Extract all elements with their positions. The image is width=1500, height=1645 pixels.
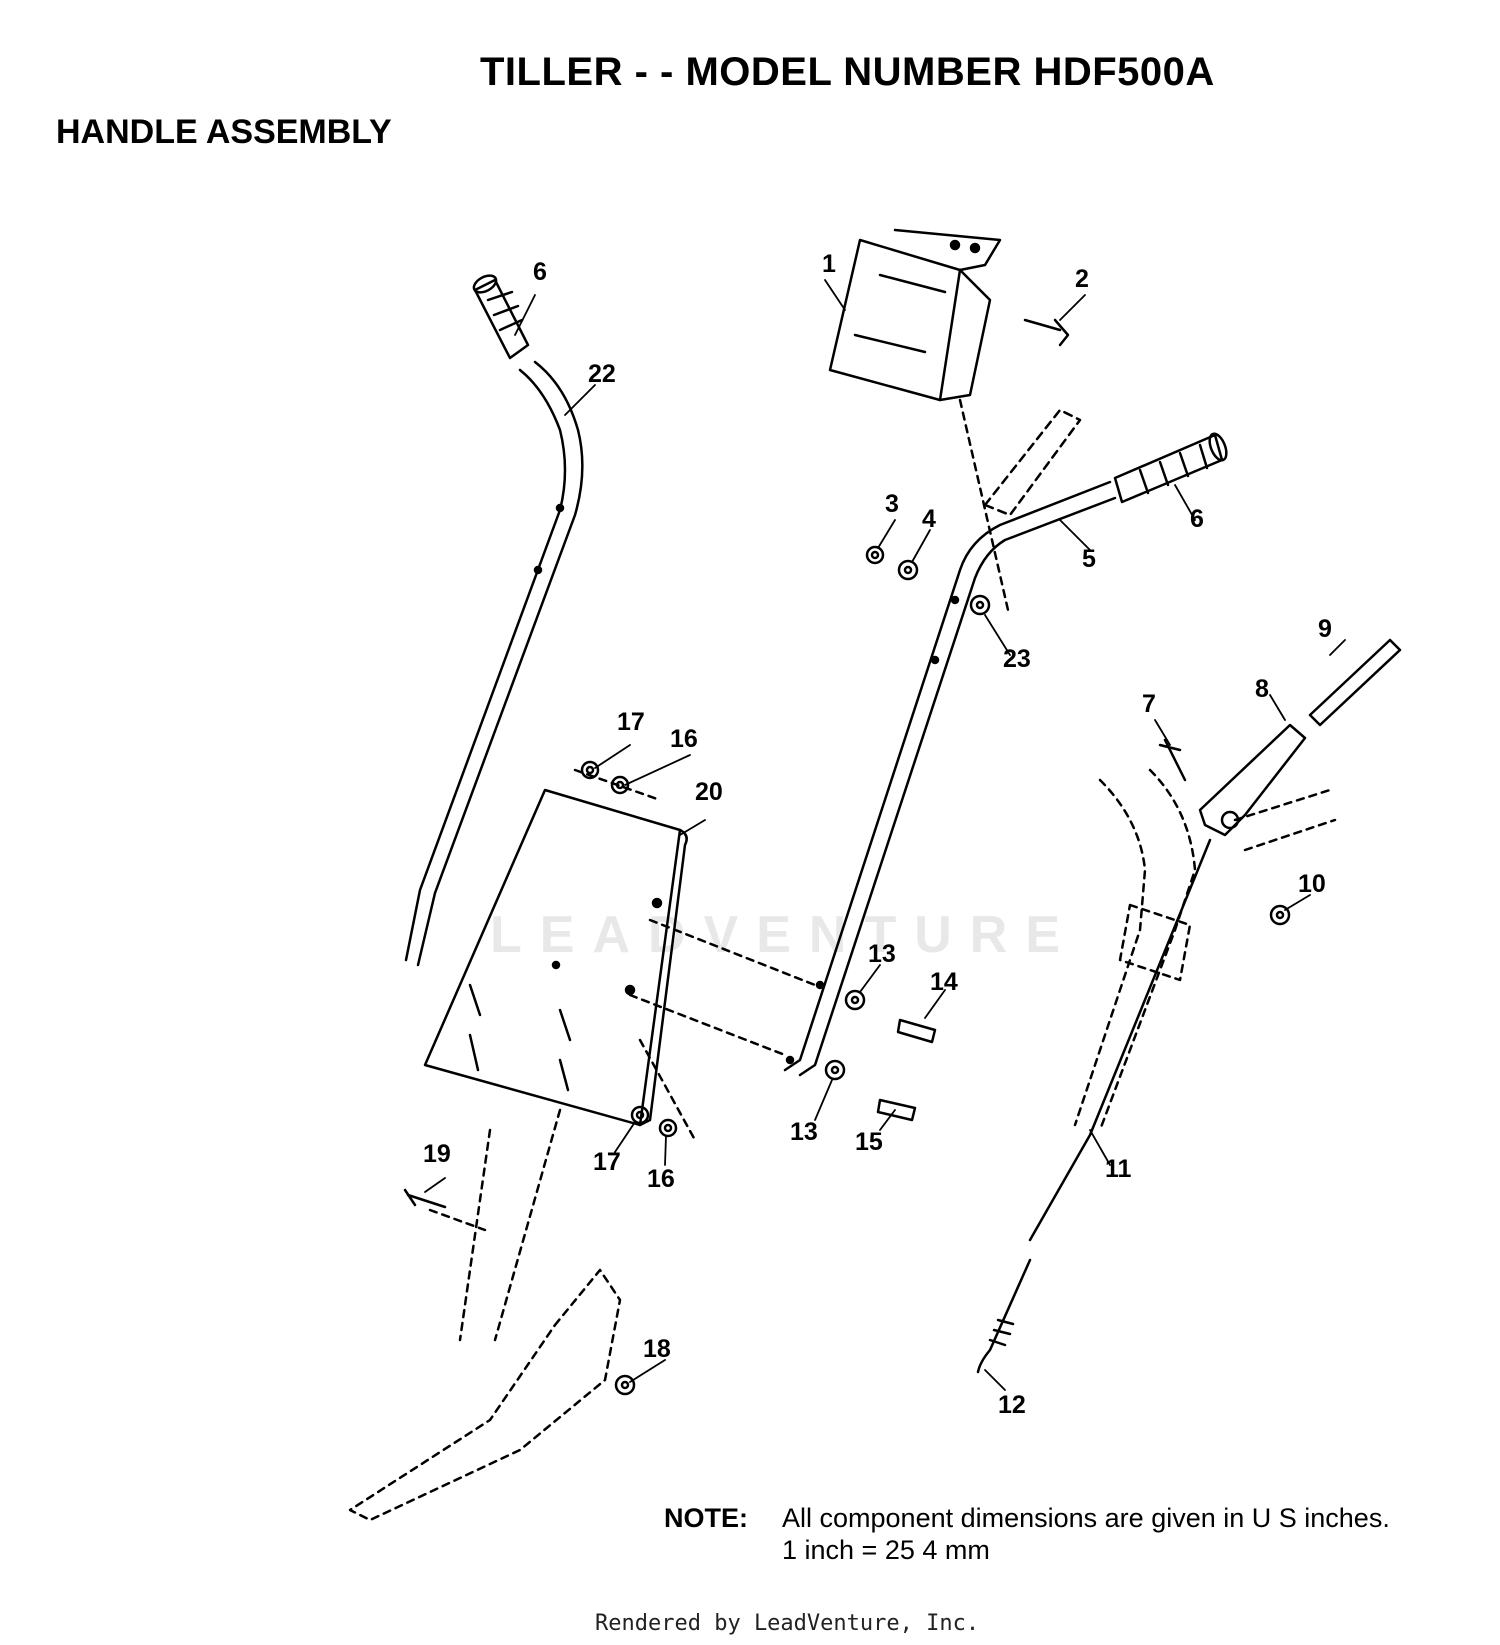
callout-19: 19 [423, 1140, 451, 1168]
callout-15: 15 [855, 1128, 883, 1156]
callout-6-left: 6 [533, 258, 547, 286]
left-handle-tube [404, 360, 584, 967]
callout-16-upper: 16 [670, 725, 698, 753]
right-handle-tube [783, 480, 1117, 1077]
callout-16-lower: 16 [647, 1165, 675, 1193]
callout-13-lower: 13 [790, 1118, 818, 1146]
control-panel [423, 788, 688, 1127]
note-line1: All component dimensions are given in U … [782, 1503, 1390, 1533]
page-title: TILLER - - MODEL NUMBER HDF500A [480, 50, 1215, 94]
callout-17-lower: 17 [593, 1148, 621, 1176]
callout-5: 5 [1082, 545, 1096, 573]
callout-20: 20 [695, 778, 723, 806]
callout-17-upper: 17 [617, 708, 645, 736]
callout-18: 18 [643, 1335, 671, 1363]
note: NOTE: All component dimensions are given … [664, 1503, 1390, 1534]
callout-3: 3 [885, 490, 899, 518]
callout-13-upper: 13 [868, 940, 896, 968]
handle-bracket [828, 228, 1002, 402]
callout-23: 23 [1003, 645, 1031, 673]
callout-2: 2 [1075, 265, 1089, 293]
section-title: HANDLE ASSEMBLY [56, 113, 392, 151]
callout-6-right: 6 [1190, 505, 1204, 533]
callout-10: 10 [1298, 870, 1326, 898]
callout-12: 12 [998, 1391, 1026, 1419]
lever-cover [1308, 638, 1402, 727]
callout-9: 9 [1318, 615, 1332, 643]
footer-credit: Rendered by LeadVenture, Inc. [595, 1611, 980, 1636]
note-label: NOTE: [664, 1503, 748, 1533]
callout-4: 4 [922, 505, 936, 533]
callout-7: 7 [1142, 690, 1156, 718]
watermark: LEADVENTURE [490, 906, 1079, 964]
control-lever [976, 638, 1402, 1374]
callout-8: 8 [1255, 675, 1269, 703]
phantom-outlines [348, 398, 1337, 1522]
callout-14: 14 [930, 968, 958, 996]
leader-lines [424, 279, 1346, 1391]
right-handle-grip [1113, 432, 1228, 504]
callout-1: 1 [822, 250, 836, 278]
note-line2: 1 inch = 25 4 mm [782, 1535, 990, 1565]
left-handle-grip [472, 274, 530, 360]
hardware [403, 318, 1291, 1396]
callout-22: 22 [588, 360, 616, 388]
callout-11: 11 [1105, 1155, 1132, 1183]
